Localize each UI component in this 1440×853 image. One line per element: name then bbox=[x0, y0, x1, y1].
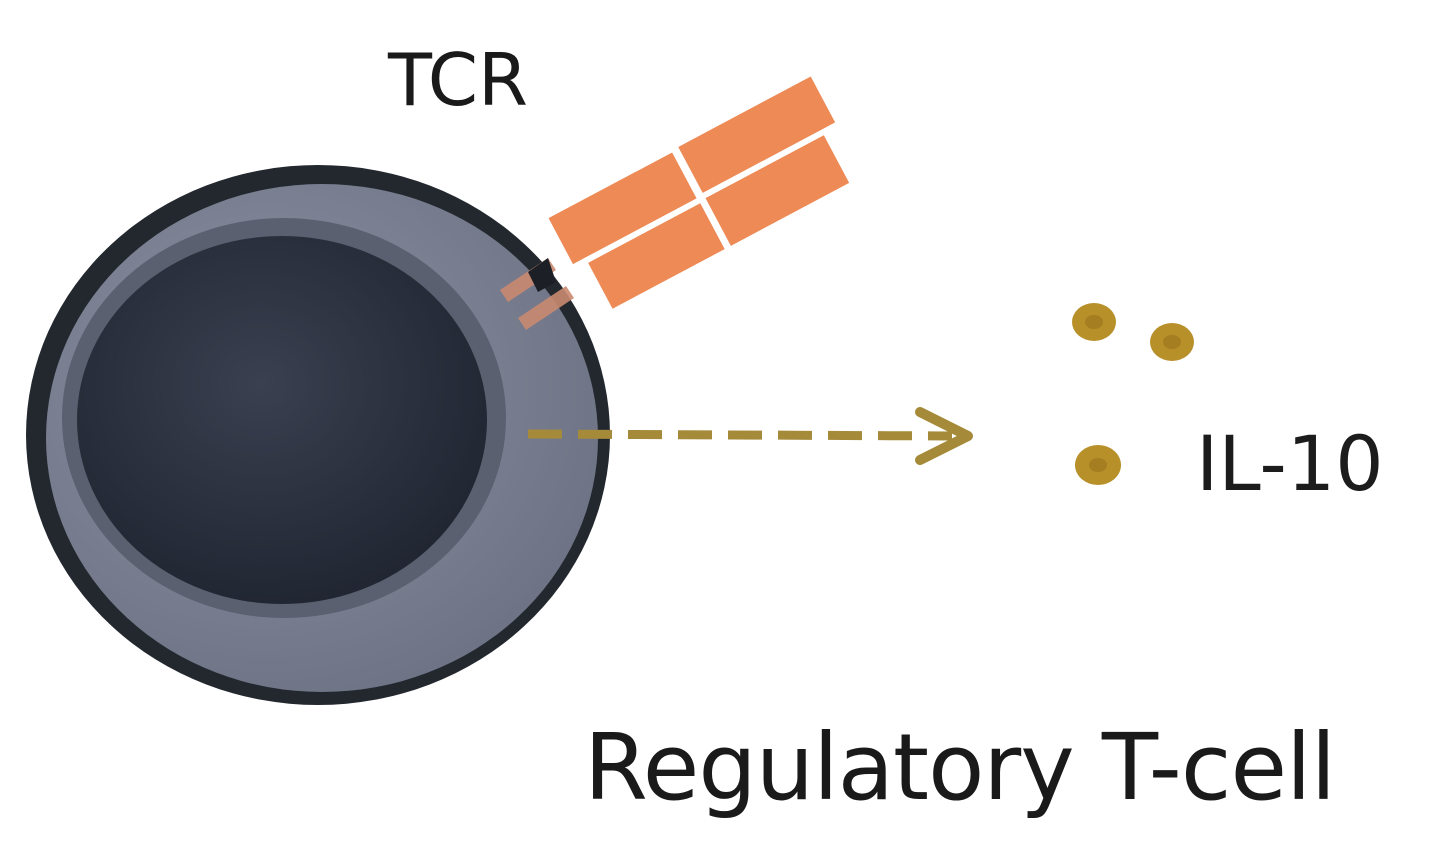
il10-molecule-core bbox=[1089, 458, 1107, 472]
cell-nucleus bbox=[77, 236, 487, 604]
dashed-arrow-icon bbox=[527, 407, 973, 465]
tcr-stalk bbox=[518, 286, 574, 330]
tcr-receptor-icon bbox=[500, 76, 850, 330]
t-cell-icon bbox=[26, 165, 610, 705]
tcr-domain-gap bbox=[670, 143, 732, 253]
secretion-arrowhead bbox=[915, 407, 973, 465]
cell-type-label: Regulatory T-cell bbox=[584, 714, 1336, 821]
il10-molecule-core bbox=[1163, 335, 1181, 349]
cytokine-dot-icon bbox=[1072, 303, 1194, 485]
il10-molecule-core bbox=[1085, 315, 1103, 329]
tcr-alpha-variable bbox=[678, 76, 836, 193]
tcr-anchor bbox=[528, 258, 556, 292]
secretion-arrow-line bbox=[527, 429, 953, 441]
tcr-label: TCR bbox=[388, 38, 529, 122]
tcr-beta-constant bbox=[588, 202, 726, 309]
tcr-beta-variable bbox=[705, 135, 850, 246]
il10-label: IL-10 bbox=[1196, 419, 1384, 508]
tcr-alpha-constant bbox=[548, 152, 697, 265]
